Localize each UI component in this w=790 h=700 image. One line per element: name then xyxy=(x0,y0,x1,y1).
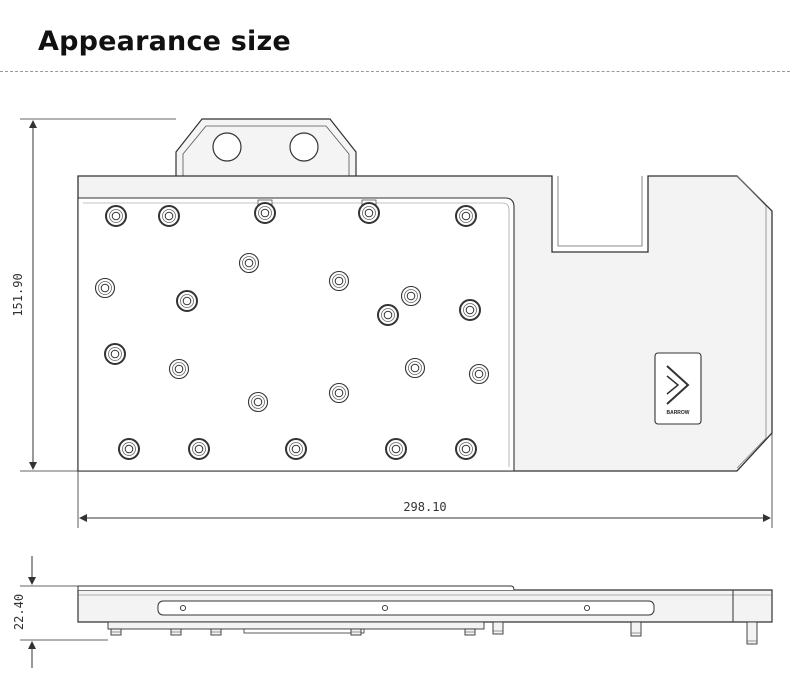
standoff-pin xyxy=(492,621,504,635)
inner-plate xyxy=(77,197,515,472)
standoff-pin xyxy=(170,628,182,636)
screw-hole xyxy=(285,438,307,460)
screw-hole xyxy=(105,205,127,227)
screw-hole xyxy=(94,277,116,299)
screw-hole xyxy=(468,363,490,385)
standoff-pin xyxy=(630,621,642,637)
standoff-pin xyxy=(464,628,476,636)
screw-hole xyxy=(328,382,350,404)
logo-badge: BARROW xyxy=(654,352,702,425)
screw-hole xyxy=(188,438,210,460)
standoff-pin xyxy=(110,628,122,636)
screw-holes xyxy=(94,202,490,460)
page-title: Appearance size xyxy=(38,26,291,57)
top-view: BARROW 151.90 298.10 xyxy=(11,118,773,528)
screw-hole xyxy=(328,270,350,292)
side-slot xyxy=(157,600,655,616)
screw-hole xyxy=(385,438,407,460)
logo-text: BARROW xyxy=(666,410,689,416)
standoff-pins xyxy=(110,621,758,645)
screw-hole xyxy=(247,391,269,413)
screw-hole xyxy=(176,290,198,312)
screw-hole xyxy=(118,438,140,460)
screw-hole xyxy=(158,205,180,227)
thickness-dimension-label: 22.40 xyxy=(12,594,26,630)
screw-hole xyxy=(459,299,481,321)
standoff-pin xyxy=(350,628,362,636)
screw-hole xyxy=(455,438,477,460)
standoff-pin xyxy=(210,628,222,636)
screw-hole xyxy=(104,343,126,365)
screw-hole xyxy=(238,252,260,274)
side-view: 22.40 xyxy=(12,556,773,668)
port-left xyxy=(212,132,242,162)
screw-hole xyxy=(455,205,477,227)
standoff-pin xyxy=(746,621,758,645)
terminal-bridge xyxy=(175,118,357,176)
screw-hole xyxy=(404,357,426,379)
section-divider xyxy=(0,71,790,72)
screw-hole xyxy=(254,202,276,224)
screw-hole xyxy=(377,304,399,326)
screw-hole xyxy=(358,202,380,224)
screw-hole xyxy=(168,358,190,380)
screw-hole xyxy=(400,285,422,307)
width-dimension-label: 298.10 xyxy=(403,500,446,514)
port-right xyxy=(289,132,319,162)
height-dimension-label: 151.90 xyxy=(11,273,25,316)
